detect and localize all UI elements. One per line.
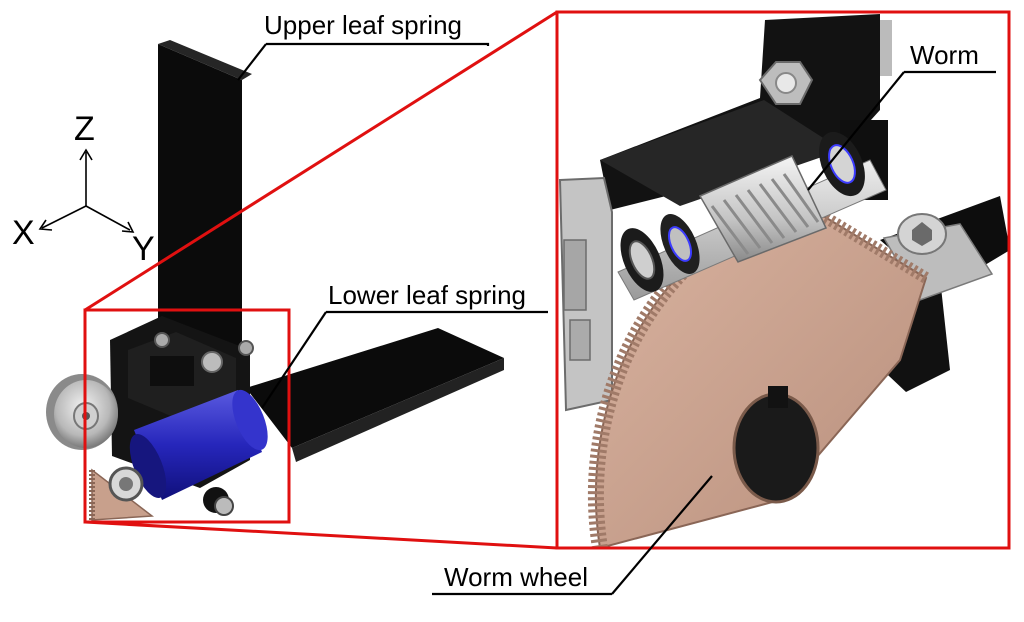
- worm-wheel: [587, 194, 930, 550]
- pulley: [46, 374, 118, 450]
- upper-leaf-spring: [158, 40, 252, 360]
- zoom-view: [558, 14, 1010, 550]
- zoom-connector-lines: [84, 10, 558, 550]
- label-worm: Worm: [910, 40, 979, 70]
- label-upper-leaf-spring: Upper leaf spring: [264, 10, 462, 40]
- label-worm-wheel: Worm wheel: [444, 562, 589, 592]
- left-mount: [558, 176, 613, 412]
- wheel-hub-hole: [732, 392, 820, 504]
- leader-lines: [237, 42, 996, 596]
- right-callout-box: [555, 10, 1011, 550]
- axis-label-z: Z: [74, 110, 95, 148]
- axis-label-x: X: [12, 214, 35, 252]
- bearing-assembly: [108, 466, 234, 516]
- left-bearing: [620, 214, 700, 292]
- motor: [129, 389, 268, 500]
- leader-upper-leaf-spring: [266, 42, 490, 46]
- label-lower-leaf-spring: Lower leaf spring: [328, 280, 526, 310]
- left-callout-box: [83, 308, 291, 524]
- axis-label-y: Y: [132, 230, 155, 268]
- worm: [698, 155, 828, 263]
- lower-leaf-spring: [246, 328, 504, 462]
- coordinate-axes-icon: [38, 148, 135, 233]
